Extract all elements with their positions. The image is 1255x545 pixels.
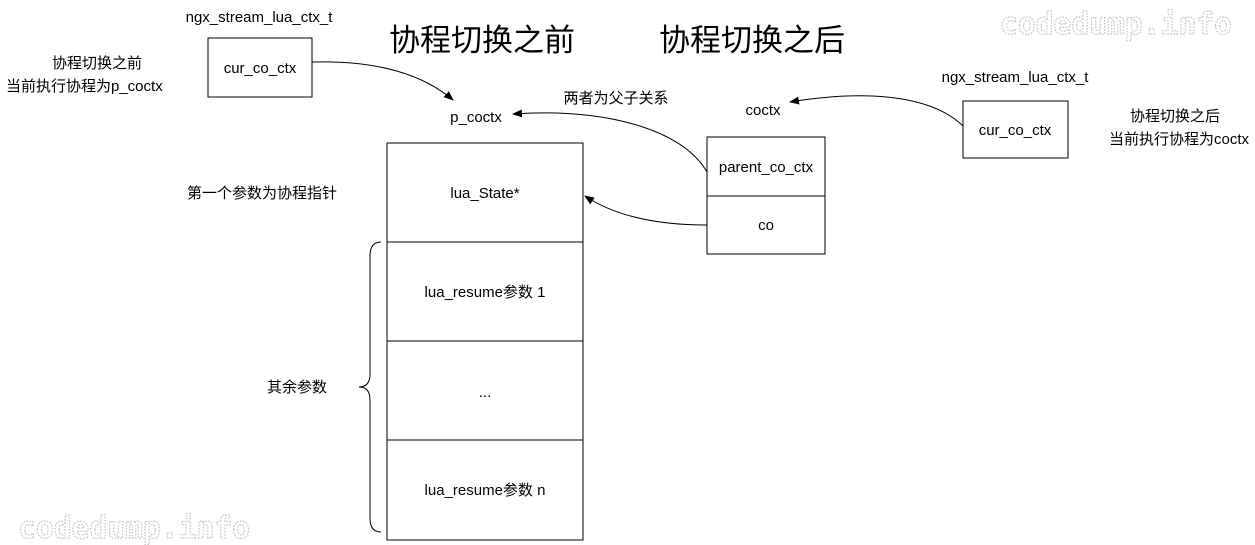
watermark-top-right: codedump.info: [1000, 7, 1232, 42]
coctx-field-parent-co-ctx: parent_co_ctx: [719, 159, 814, 176]
note-rest-params: 其余参数: [267, 378, 327, 396]
watermark-bottom-left: codedump.info: [18, 511, 250, 545]
note-before-line1: 协程切换之前: [52, 55, 142, 72]
left-struct: ngx_stream_lua_ctx_t cur_co_ctx: [186, 9, 334, 98]
right-struct-type-label: ngx_stream_lua_ctx_t: [942, 69, 1090, 86]
note-relation: 两者为父子关系: [563, 90, 668, 107]
coctx-label: coctx: [745, 102, 781, 119]
stack-slot-ellipsis: ...: [479, 384, 492, 401]
p-coctx-stack: p_coctx lua_State* lua_resume参数 1 ... lu…: [386, 109, 584, 541]
left-struct-type-label: ngx_stream_lua_ctx_t: [186, 9, 334, 26]
stack-slot-lua-state: lua_State*: [450, 185, 519, 202]
stack-slot-resume-param-1: lua_resume参数 1: [425, 284, 546, 301]
note-after-line1: 协程切换之后: [1130, 108, 1220, 125]
left-struct-field: cur_co_ctx: [224, 60, 297, 77]
arrow-parent-co-ctx-to-p-coctx: [512, 109, 708, 173]
arrow-left-cur-co-ctx-to-p-coctx: [311, 61, 454, 101]
coctx-field-co: co: [758, 217, 774, 234]
rest-params-brace: [358, 241, 382, 533]
coctx-struct: coctx parent_co_ctx co: [706, 102, 826, 255]
arrow-right-cur-co-ctx-to-coctx: [789, 95, 964, 127]
note-after-line2: 当前执行协程为coctx: [1109, 131, 1250, 148]
arrow-co-to-lua-state: [584, 195, 708, 226]
title-before-switch: 协程切换之前: [389, 23, 575, 58]
note-before-line2: 当前执行协程为p_coctx: [6, 78, 163, 95]
left-struct-box: [207, 37, 313, 98]
right-struct-field: cur_co_ctx: [979, 122, 1052, 139]
stack-slot-resume-param-n: lua_resume参数 n: [425, 482, 546, 499]
title-after-switch: 协程切换之后: [659, 23, 845, 58]
right-struct-box: [962, 100, 1069, 159]
p-coctx-label: p_coctx: [450, 109, 502, 126]
note-first-param: 第一个参数为协程指针: [187, 184, 337, 202]
right-struct: ngx_stream_lua_ctx_t cur_co_ctx: [942, 69, 1090, 159]
